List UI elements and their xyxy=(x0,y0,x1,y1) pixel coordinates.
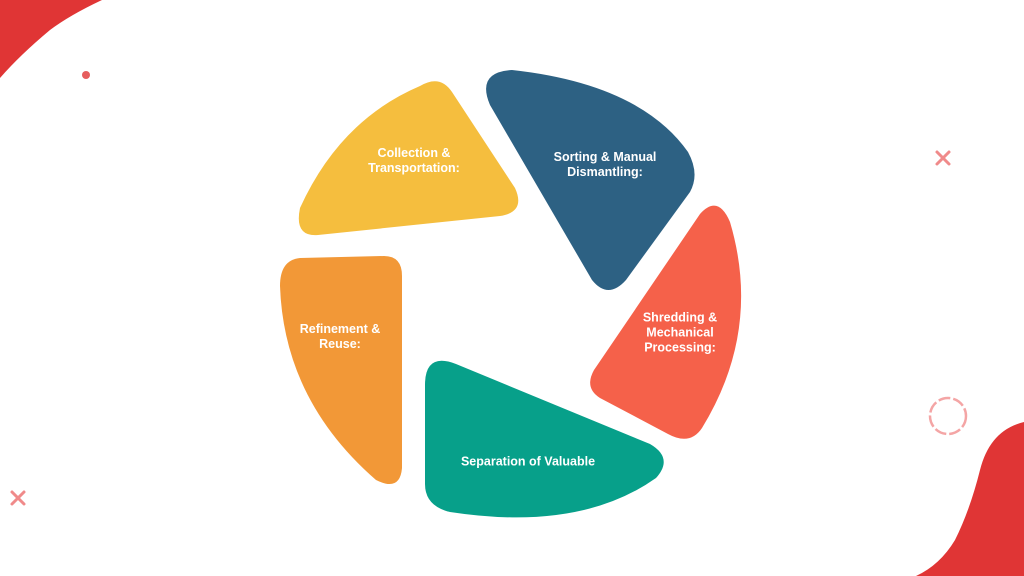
decor-cross-icon xyxy=(10,490,26,506)
segment-collection xyxy=(298,81,519,236)
decor-cross-icon xyxy=(935,150,951,166)
label-sorting: Sorting & Manual Dismantling: xyxy=(553,150,657,179)
decor-blob-bottom-right xyxy=(916,422,1024,576)
label-shredding: Shredding & Mechanical Processing: xyxy=(642,310,718,355)
label-separation: Separation of Valuable xyxy=(460,454,596,469)
segment-refinement xyxy=(280,256,402,484)
segment-sorting xyxy=(486,70,695,290)
decor-blob-top-left xyxy=(0,0,102,78)
label-collection: Collection & Transportation: xyxy=(368,146,460,175)
segment-shredding xyxy=(590,205,742,439)
label-refinement: Refinement & Reuse: xyxy=(299,322,381,351)
segment-separation xyxy=(425,360,664,518)
decor-dot xyxy=(82,71,90,79)
decor-dashed-circle xyxy=(928,396,968,436)
